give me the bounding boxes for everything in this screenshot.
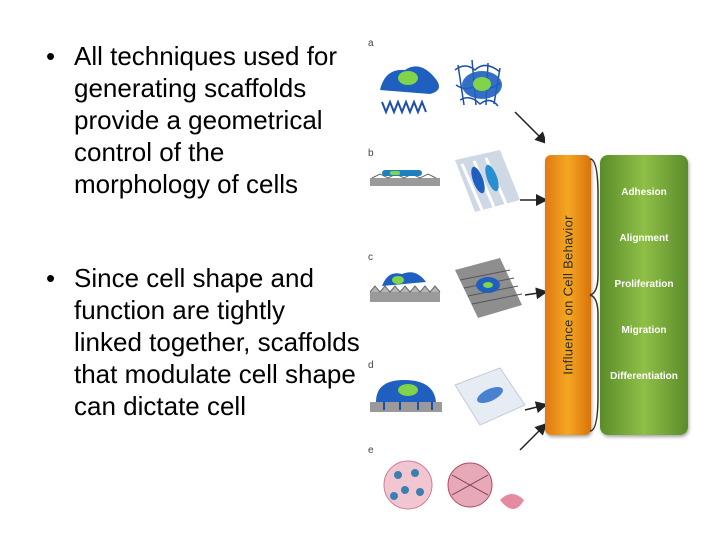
behavior-panel: Adhesion Alignment Proliferation Migrati…	[600, 155, 688, 435]
bullet-text: All techniques used for generating scaff…	[74, 41, 338, 199]
bullet-text: Since cell shape and function are tightl…	[74, 263, 360, 421]
panel-letter-a: a	[368, 38, 374, 49]
behavior-proliferation: Proliferation	[614, 279, 674, 290]
bullet-item: • All techniques used for generating sca…	[40, 40, 360, 200]
bullet-dot: •	[46, 41, 56, 71]
bullet-list: • All techniques used for generating sca…	[40, 40, 360, 422]
bullet-item: • Since cell shape and function are tigh…	[40, 262, 360, 422]
behavior-alignment: Alignment	[619, 233, 669, 244]
behavior-differentiation: Differentiation	[610, 371, 678, 382]
panel-a-illustration	[380, 59, 502, 115]
cell-behavior-figure: a b c d e	[360, 30, 720, 540]
panel-b-illustration	[370, 150, 520, 212]
panel-e-illustration	[383, 450, 524, 510]
panel-letter-b: b	[368, 148, 374, 159]
panel-c-illustration	[369, 258, 523, 318]
panel-letter-c: c	[368, 252, 373, 263]
panel-d-illustration	[370, 367, 526, 426]
influence-bar: Influence on Cell Behavior	[545, 155, 591, 435]
bullet-dot: •	[46, 263, 56, 293]
scaffold-illustrations	[369, 59, 545, 510]
influence-label: Influence on Cell Behavior	[560, 215, 576, 375]
behavior-adhesion: Adhesion	[621, 187, 667, 198]
panel-letter-e: e	[368, 445, 374, 456]
panel-letter-d: d	[368, 360, 374, 371]
brace-icon	[589, 158, 599, 432]
behavior-migration: Migration	[621, 325, 667, 336]
